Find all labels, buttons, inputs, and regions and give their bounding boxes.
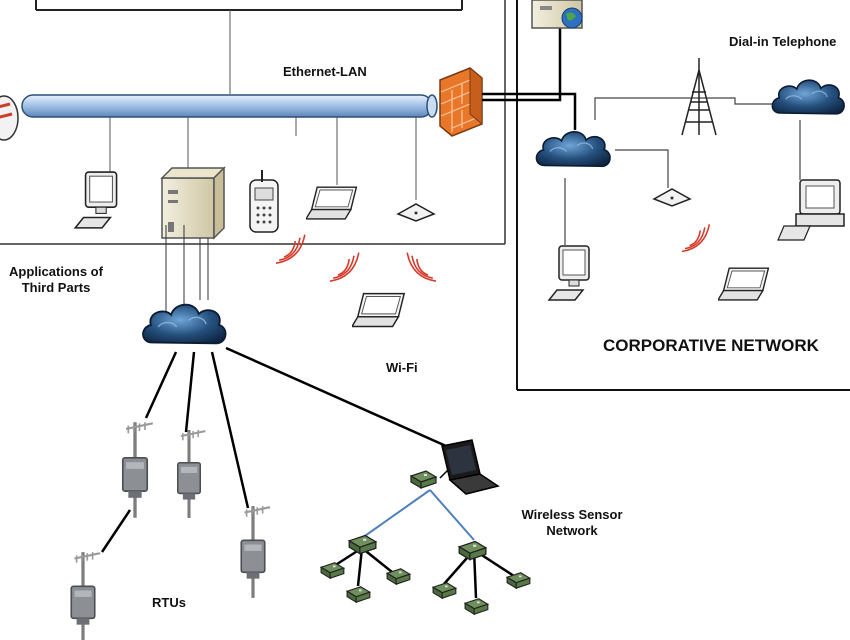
corporate-laptop-icon [718,267,770,301]
corporate-desktop-icon [548,245,590,301]
sensor-node-icon [346,586,371,603]
applications-third-parts-label: Applications of Third Parts [0,264,112,296]
lan-laptop-icon [306,186,358,220]
sensor-node-icon [410,470,437,489]
lan-access-point-icon [397,203,435,222]
rtu-links [100,346,456,553]
lan-server-icon [160,166,226,240]
wifi-waves-icon [682,223,711,253]
rtus-label: RTUs [152,595,186,610]
corporate-server-icon [531,0,583,29]
wifi-waves-icon [330,251,360,283]
corporate-cloud-icon [535,130,612,168]
sensor-node-icon [320,562,345,579]
firewall-icon [439,66,483,137]
dial-in-telephone-label: Dial-in Telephone [729,34,837,49]
cell-phone-icon [249,170,279,233]
corporate-links [564,97,801,245]
rtu-icon [121,420,155,520]
telephone-cloud-icon [771,79,846,115]
wireless-sensor-network-line1: Wireless Sensor [521,507,623,522]
wsn-links [361,489,475,541]
wifi-waves-icon [406,251,436,283]
corporate-access-point-icon [653,188,691,207]
sensor-node-icon [458,540,487,561]
sensor-node-icon [348,534,377,555]
wifi-label: Wi-Fi [386,360,418,375]
desktop-computer-icon [74,171,118,229]
field-links [165,225,209,318]
field-cloud-icon [141,303,227,345]
sensor-node-icon [432,582,457,599]
radio-tower-icon [681,58,717,136]
ethernet-lan-bus [21,94,438,118]
wireless-sensor-network-label: Wireless Sensor Network [505,507,639,539]
corporative-network-label: CORPORATIVE NETWORK [603,336,819,355]
rtu-icon [176,428,207,520]
top-box [35,0,463,94]
rtu-icon [239,504,272,600]
wireless-sensor-network-line2: Network [546,523,598,538]
ethernet-lan-label: Ethernet-LAN [283,64,367,79]
wsn-gateway-link [439,469,449,479]
corporative-network-box [516,0,850,391]
wifi-waves-icon [276,233,306,265]
lan-boundary [0,0,506,245]
wsn-gateway-laptop-icon [441,439,500,495]
wifi-laptop-icon [352,292,405,328]
applications-third-parts-line2: Third Parts [21,280,91,295]
firewall-corporate-link [482,0,577,130]
applications-third-parts-line1: Applications of [9,264,103,279]
router-icon [0,95,19,141]
corporate-workstation-icon [777,179,845,241]
rtu-icon [69,550,102,640]
sensor-node-icon [464,598,489,615]
